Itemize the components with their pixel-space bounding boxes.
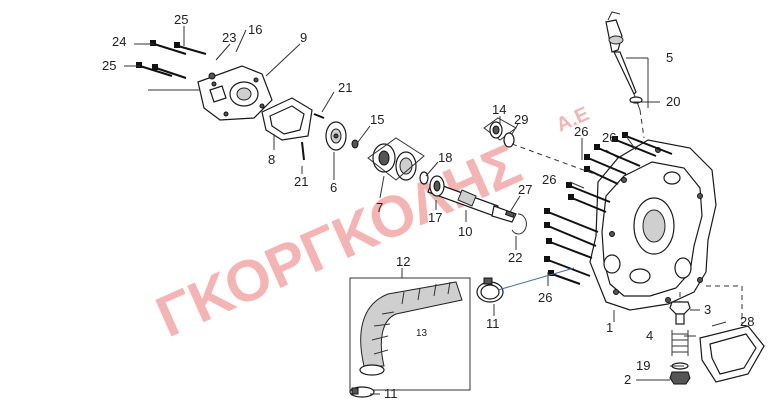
- callout-7: 7: [376, 200, 383, 215]
- callout-11-upper: 11: [486, 316, 500, 331]
- washer-part-18: [419, 171, 429, 185]
- watermark-text: ΓΚΟΡΓΚΟΛΗΣ: [147, 131, 531, 349]
- callout-21-upper: 21: [338, 80, 352, 95]
- washer-part-15: [351, 139, 359, 149]
- callout-9: 9: [300, 30, 307, 45]
- callout-8: 8: [268, 152, 275, 167]
- hose-part-13: [359, 281, 463, 376]
- oil-seal-part-17: [429, 175, 445, 197]
- callout-22: 22: [508, 250, 522, 265]
- callout-labels: 1 2 3 4 5 6 7 8 9 10 11 11 12 13 14 15 1…: [102, 12, 754, 401]
- gasket-part-8: [261, 97, 313, 141]
- callout-10: 10: [458, 224, 472, 239]
- pump-cover-part-9: [197, 65, 273, 121]
- strainer-part-28: [699, 285, 765, 383]
- drain-plug-assembly: [669, 292, 691, 385]
- callout-11-lower: 11: [384, 386, 398, 401]
- clamp-part-11-upper: [476, 277, 504, 303]
- callout-14: 14: [492, 102, 506, 117]
- callout-6: 6: [330, 180, 337, 195]
- callout-3: 3: [704, 302, 711, 317]
- bearing-part-7: [367, 137, 425, 181]
- callout-12: 12: [396, 254, 410, 269]
- callout-26-middle: 26: [542, 172, 556, 187]
- impeller-part-6: [325, 121, 347, 151]
- callout-25-lower: 25: [102, 58, 116, 73]
- crankcase-cover-part-1: [589, 139, 717, 311]
- hose-box-part-12: [349, 277, 471, 391]
- callout-21-lower: 21: [294, 174, 308, 189]
- clamp-part-11-lower: [349, 386, 375, 398]
- callout-29: 29: [514, 112, 528, 127]
- callout-15: 15: [370, 112, 384, 127]
- callout-4: 4: [646, 328, 653, 343]
- callout-24: 24: [112, 34, 126, 49]
- callout-19: 19: [636, 358, 650, 373]
- callout-17: 17: [428, 210, 442, 225]
- callout-18: 18: [438, 150, 452, 165]
- callout-25-upper: 25: [174, 12, 188, 27]
- callout-2: 2: [624, 372, 631, 387]
- callout-26-top-right: 26: [602, 130, 616, 145]
- callout-26-bottom: 26: [538, 290, 552, 305]
- leader-lines: [124, 26, 727, 395]
- callout-20: 20: [666, 94, 680, 109]
- bolts-part-21: [301, 113, 325, 161]
- callout-28: 28: [740, 314, 754, 329]
- circlip-part-22: [511, 213, 527, 235]
- callout-27: 27: [518, 182, 532, 197]
- callout-5: 5: [666, 50, 673, 65]
- pin-part-27: [504, 210, 516, 218]
- bolts-part-26: [544, 132, 673, 285]
- bolts-part-24-25: [136, 40, 216, 80]
- oring-part-29: [503, 132, 515, 148]
- callout-16: 16: [248, 22, 262, 37]
- callout-1: 1: [606, 320, 613, 335]
- callout-23: 23: [222, 30, 236, 45]
- dipstick-part-5: [605, 11, 645, 139]
- callout-26-top: 26: [574, 124, 588, 139]
- callout-13: 13: [416, 328, 428, 339]
